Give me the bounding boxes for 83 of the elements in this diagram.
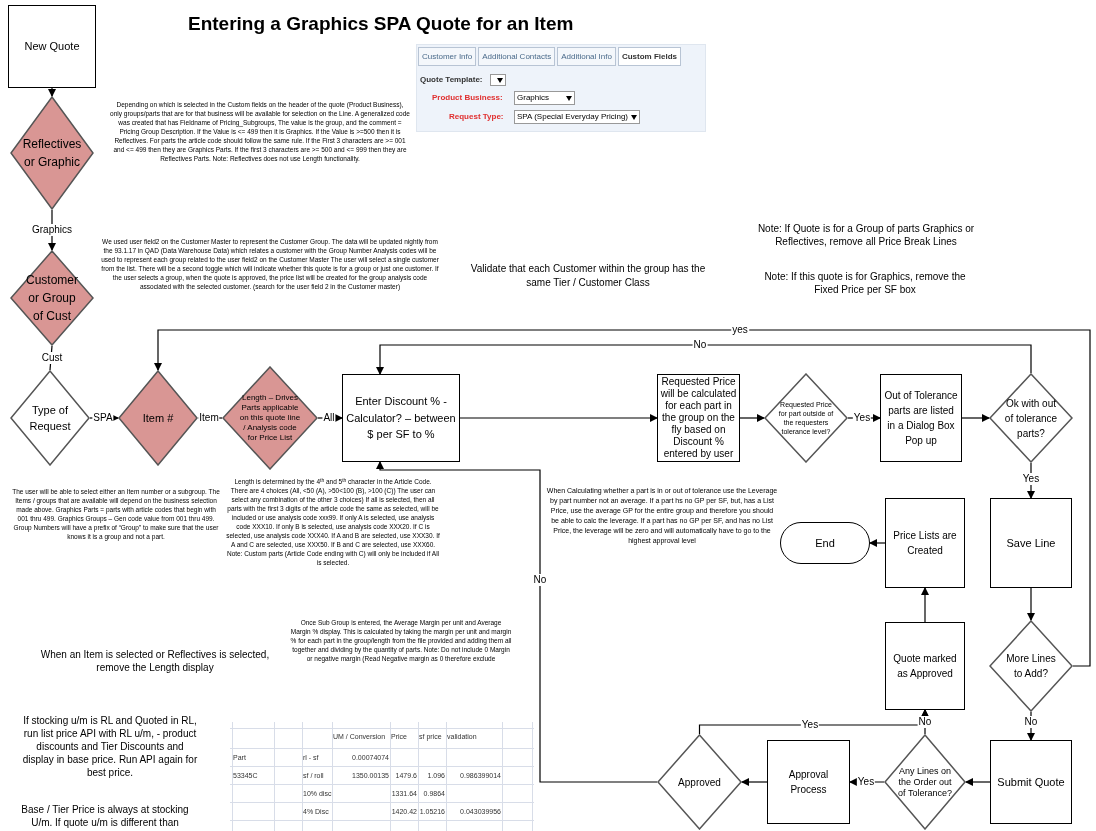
node-text: Out of Tolerance parts are listed in a Dialog Box Pop up	[883, 389, 959, 448]
tab: Additional Info	[557, 47, 616, 66]
terminator	[780, 522, 870, 564]
tab: Customer Info	[418, 47, 477, 66]
note-text: Base / Tier Price is always at stocking U/m. If quote u/m is different than	[20, 803, 190, 829]
node-text: Save Line	[1006, 535, 1056, 551]
decision-diamond	[10, 250, 94, 346]
arrow	[869, 539, 886, 547]
edge-label: Yes	[800, 719, 820, 731]
node-text: Submit Quote	[997, 774, 1065, 790]
decision-diamond	[989, 620, 1073, 712]
decision-diamond	[10, 370, 90, 466]
decision-diamond	[657, 734, 742, 830]
edge-label: No	[1023, 716, 1039, 728]
note-text: Note: If this quote is for Graphics, remove the Fixed Price per SF box	[763, 270, 967, 296]
arrow	[1027, 587, 1035, 621]
edge-label: All	[322, 412, 336, 424]
process-box	[8, 5, 96, 88]
dropdown: Graphics	[514, 91, 575, 105]
arrow	[921, 587, 929, 623]
arrow	[965, 778, 991, 786]
node-text: Length – Drives Parts applicable on this quote line / Analysis code for Price List	[238, 393, 302, 443]
arrow	[961, 414, 990, 422]
node-text: Approved	[678, 775, 721, 790]
arrow	[698, 709, 929, 735]
process-box	[885, 622, 965, 710]
note-text: When an Item is selected or Reflectives is selected, remove the Length display	[40, 648, 270, 674]
process-box	[885, 498, 965, 588]
process-box	[767, 740, 850, 824]
node-text: End	[815, 535, 835, 551]
node-text: Customer or Group of Cust	[25, 272, 79, 325]
decision-diamond	[118, 370, 198, 466]
field-label: Quote Template:	[420, 75, 483, 85]
tab: Additional Contacts	[478, 47, 556, 66]
process-box	[990, 740, 1072, 824]
node-text: Approval Process	[787, 768, 830, 797]
node-text: Item #	[142, 410, 174, 426]
edge-label: Yes	[1021, 473, 1041, 485]
decision-diamond	[222, 366, 318, 470]
decision-diamond	[989, 373, 1073, 463]
node-text: More Lines to Add?	[1005, 652, 1057, 681]
edge-label: Yes	[856, 776, 876, 788]
edge-label: Item	[198, 412, 220, 424]
dropdown: SPA (Special Everyday Pricing)	[514, 110, 640, 124]
arrow	[376, 461, 658, 783]
note-text: Validate that each Customer within the group has the same Tier / Customer Class	[470, 262, 706, 290]
process-box	[342, 374, 460, 462]
edge-label: No	[532, 574, 548, 586]
arrow	[1027, 462, 1035, 499]
edge-label: SPA	[92, 412, 114, 424]
node-text: Enter Discount % - Calculator? – between $ per SF to %	[345, 394, 457, 443]
edge-label: No	[692, 339, 708, 351]
arrow	[1027, 711, 1035, 741]
process-box	[990, 498, 1072, 588]
arrow	[154, 329, 1091, 667]
arrow	[376, 344, 1032, 375]
field-label: Product Business:	[432, 93, 503, 103]
node-text: Reflectives or Graphic	[22, 136, 82, 171]
node-text: Requested Price will be calculated for each part in the group on the fly based on Discount % entered by user	[660, 376, 737, 460]
node-text: Ok with out of tolerance parts?	[1003, 396, 1059, 441]
decision-diamond	[884, 734, 966, 830]
note-text: Note: If Quote is for a Group of parts Graphics or Reflectives, remove all Price Break Lines	[756, 222, 976, 248]
node-text: Type of Request	[28, 402, 72, 434]
node-text: New Quote	[24, 39, 80, 55]
diagram-title: Entering a Graphics SPA Quote for an Item	[188, 12, 574, 36]
node-text: Quote marked as Approved	[892, 652, 958, 681]
field-label: Request Type:	[449, 112, 504, 122]
node-text: Any Lines on the Order out of Tolerance?	[897, 765, 953, 799]
edge-label: Cust	[40, 352, 64, 364]
decision-diamond	[764, 373, 848, 463]
edge-label: No	[917, 716, 933, 728]
arrow	[459, 414, 658, 422]
arrow	[741, 778, 768, 786]
decision-diamond	[10, 96, 94, 210]
note-text: If stocking u/m is RL and Quoted in RL, run list price API with RL u/m, - product discounts and Tier Discounts and display in base price. Run API again for best price.	[21, 714, 199, 779]
node-text: Price Lists are Created	[892, 529, 958, 558]
edge-label: Graphics	[31, 224, 73, 236]
arrow	[739, 414, 765, 422]
edge-label: yes	[731, 324, 749, 336]
tab: Custom Fields	[617, 47, 681, 66]
process-box	[880, 374, 962, 462]
arrow	[48, 87, 56, 97]
edge-label: Yes	[852, 412, 872, 424]
